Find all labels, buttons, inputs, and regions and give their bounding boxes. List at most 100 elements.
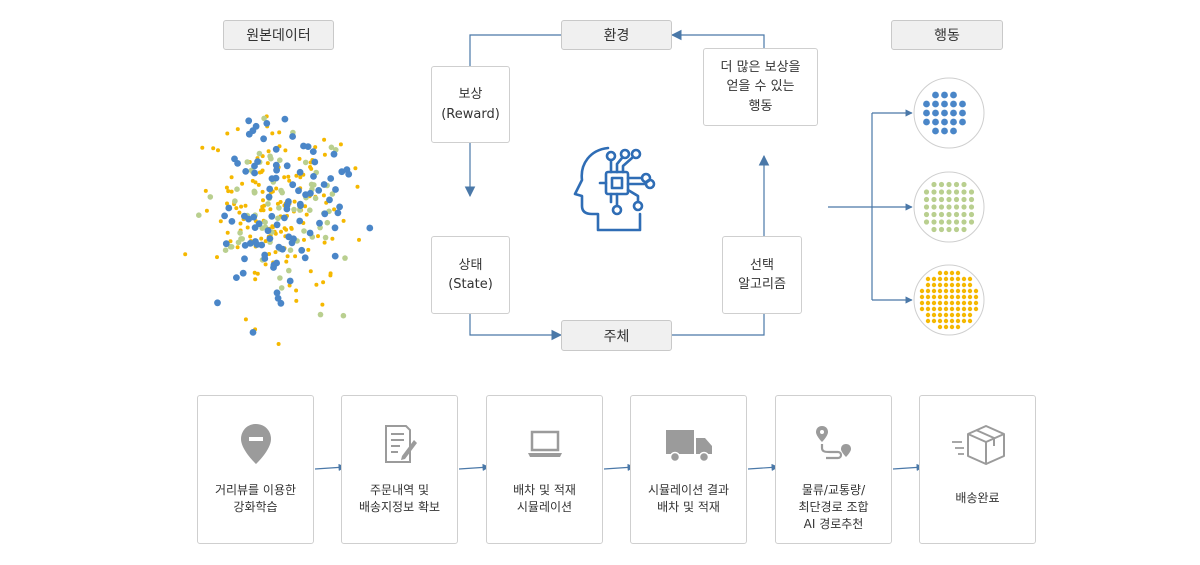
scatter-dot [241,242,249,249]
cluster-dot [961,196,967,203]
cluster-dot [943,276,949,282]
route-icon [815,426,851,460]
cluster-dot [931,288,937,294]
scatter-dot [218,219,223,224]
scatter-dot [266,235,274,243]
action-to-env-arrow [670,29,765,48]
cluster-dot [946,219,952,225]
cluster-dot [919,306,925,312]
scatter-dot [200,145,205,150]
scatter-dot [266,185,274,193]
scatter-dot [260,207,265,212]
cluster-dot [955,300,961,306]
scatter-dot [313,145,318,150]
cluster-dot [968,196,975,203]
scatter-dot [225,131,230,136]
scatter-dot [242,168,250,175]
scatter-dot [211,146,216,151]
scatter-dot [321,193,326,198]
scatter-dot [263,262,268,267]
scatter-dot [279,229,283,234]
cluster-dot [938,211,945,218]
scatter-dot [262,203,267,208]
scatter-dot [246,240,254,247]
cluster-dot [931,306,937,312]
cluster-dot [919,294,925,300]
cluster-dot [959,118,966,126]
cluster-dot [953,204,960,210]
process-card-3: 배차 및 적재 시뮬레이션 [486,395,603,544]
scatter-dot [289,226,294,231]
scatter-dot [326,196,333,204]
cluster-dot [946,226,952,233]
cluster-dot [943,294,949,300]
cluster-dot [931,318,937,324]
cluster-dot [943,306,949,312]
scatter-dot [265,193,273,201]
cluster-dot [938,189,945,195]
cluster-dot [932,118,939,126]
scatter-dot [341,218,346,223]
cluster-dot [953,189,960,195]
cluster-dot [941,109,948,117]
cluster-dot [967,276,973,282]
cluster-dot [961,306,967,312]
scatter-dot [342,255,348,261]
scatter-dot [226,189,231,194]
scatter-dot [315,187,323,194]
scatter-dot [312,195,319,202]
cluster-dot [931,282,937,288]
cluster-dot [968,219,975,225]
cluster-dot [937,276,943,282]
scatter-dot [256,150,263,157]
scatter-dot [302,237,306,242]
scatter-dot [286,267,292,274]
cluster-dot [938,219,945,225]
scatter-dot [316,234,320,239]
scatter-dot [225,201,229,206]
scatter-dot [272,161,280,169]
scatter-dot [328,271,333,276]
scatter-dot [239,269,247,277]
scatter-dot [270,224,275,229]
scatter-dot [277,299,285,307]
cluster-dot [932,109,939,117]
scatter-dot [265,201,271,207]
cluster-dot [931,204,937,210]
scatter-dot [321,210,329,218]
cluster-dot [931,181,937,188]
scatter-dot [311,158,319,166]
cluster-dot [949,276,955,282]
cluster-dot [950,127,957,135]
cluster-dot [959,100,966,108]
scatter-dot [275,215,281,222]
scatter-dot [278,200,283,204]
raw-data-header: 원본데이터 [223,20,334,50]
scatter-dot [332,186,339,193]
state-box: 상태 (State) [431,236,510,314]
scatter-dot [322,234,329,241]
cluster-dot [938,204,945,210]
scatter-dot [222,247,229,253]
cluster-dot [949,282,955,288]
process-card-5: 물류/교통량/ 최단경로 조합 AI 경로추천 [775,395,892,544]
cluster-dot [931,211,937,218]
blue-cluster-circle [913,77,985,149]
cluster-dot [923,109,930,117]
scatter-dot [287,283,292,288]
scatter-dot [282,226,287,231]
cluster-dot [973,306,979,312]
cluster-dot [938,196,945,203]
cluster-dot [919,288,925,294]
scatter-dot [239,204,244,209]
cluster-dot [943,288,949,294]
cluster-dot [938,181,945,188]
cluster-dot [923,118,930,126]
scatter-dot [272,145,280,153]
scatter-dot [321,280,326,285]
cluster-dot [931,276,937,282]
cluster-dot [937,282,943,288]
truck-icon [665,430,712,463]
scatter-dot [224,185,229,190]
